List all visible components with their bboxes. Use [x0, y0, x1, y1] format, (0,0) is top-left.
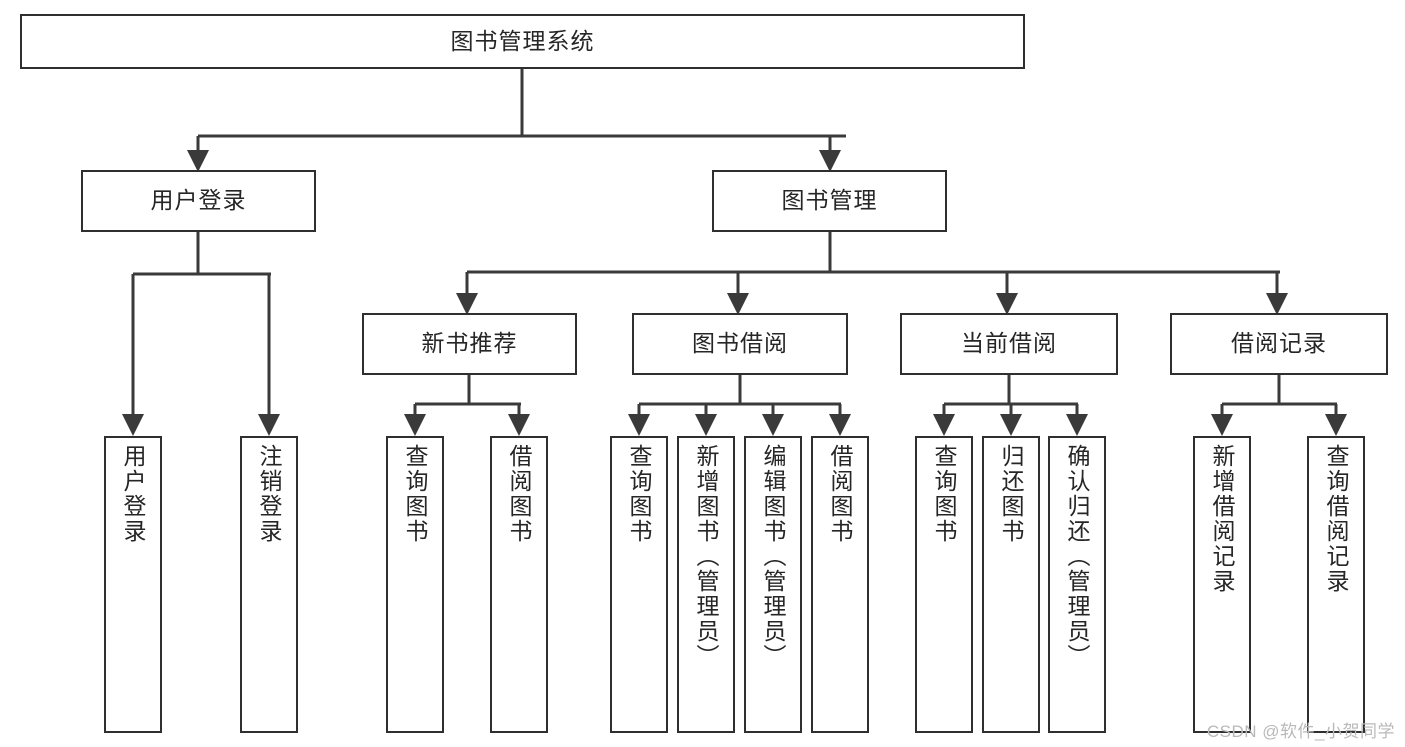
node-book-borrow-label: 图书借阅: [692, 330, 788, 357]
node-leaf-borrow-book-2-label: 借阅图书: [827, 444, 854, 544]
node-leaf-add-book-label: 新增图书（管理员）: [693, 444, 720, 669]
node-borrow-record-label: 借阅记录: [1231, 330, 1327, 357]
node-book-borrow[interactable]: 图书借阅: [632, 313, 848, 375]
node-user-login[interactable]: 用户登录: [81, 170, 316, 232]
node-root-label: 图书管理系统: [450, 27, 595, 54]
node-new-book-recommend-label: 新书推荐: [421, 330, 518, 357]
arrowhead-leaf-add-record: [1211, 414, 1233, 436]
node-leaf-query-record[interactable]: 查询借阅记录: [1307, 436, 1365, 733]
node-root[interactable]: 图书管理系统: [20, 14, 1025, 69]
arrowhead-leaf-edit-book: [762, 414, 784, 436]
node-leaf-query-book-3-label: 查询图书: [931, 444, 958, 544]
node-leaf-user-login-label: 用户登录: [120, 444, 147, 544]
node-leaf-borrow-book-1[interactable]: 借阅图书: [490, 436, 548, 733]
arrowhead-book-borrow: [727, 293, 749, 315]
node-leaf-edit-book[interactable]: 编辑图书（管理员）: [744, 436, 802, 733]
node-leaf-query-book-1[interactable]: 查询图书: [386, 436, 444, 733]
node-leaf-confirm-return[interactable]: 确认归还（管理员）: [1048, 436, 1106, 733]
node-leaf-logout-label: 注销登录: [256, 444, 283, 544]
arrowhead-leaf-query-record: [1325, 414, 1347, 436]
arrowhead-current-borrow: [996, 293, 1018, 315]
arrowhead-leaf-query-book-1: [404, 414, 426, 436]
node-leaf-query-book-2-label: 查询图书: [626, 444, 653, 544]
node-borrow-record[interactable]: 借阅记录: [1170, 313, 1388, 375]
arrowhead-leaf-query-book-3: [933, 414, 955, 436]
node-leaf-edit-book-label: 编辑图书（管理员）: [760, 444, 787, 669]
arrowhead-user-login: [187, 150, 209, 172]
node-leaf-add-book[interactable]: 新增图书（管理员）: [677, 436, 735, 733]
node-book-management[interactable]: 图书管理: [712, 170, 947, 232]
node-leaf-confirm-return-label: 确认归还（管理员）: [1064, 444, 1091, 669]
node-leaf-query-book-3[interactable]: 查询图书: [915, 436, 973, 733]
node-book-management-label: 图书管理: [781, 187, 878, 214]
arrowhead-leaf-borrow-book-2: [829, 414, 851, 436]
node-leaf-user-login[interactable]: 用户登录: [104, 436, 162, 733]
node-leaf-borrow-book-2[interactable]: 借阅图书: [811, 436, 869, 733]
node-leaf-add-record-label: 新增借阅记录: [1209, 444, 1236, 594]
node-leaf-query-book-2[interactable]: 查询图书: [610, 436, 668, 733]
csdn-watermark: CSDN @软件_小贺同学: [1206, 722, 1395, 741]
node-leaf-add-record[interactable]: 新增借阅记录: [1193, 436, 1251, 733]
node-leaf-return-book[interactable]: 归还图书: [982, 436, 1040, 733]
arrowhead-leaf-confirm-return: [1066, 414, 1088, 436]
arrowhead-borrow-record: [1266, 293, 1288, 315]
node-current-borrow[interactable]: 当前借阅: [900, 313, 1118, 375]
arrowhead-leaf-user-login: [122, 414, 144, 436]
node-new-book-recommend[interactable]: 新书推荐: [362, 313, 577, 375]
arrowhead-leaf-add-book: [695, 414, 717, 436]
node-leaf-logout[interactable]: 注销登录: [240, 436, 298, 733]
node-current-borrow-label: 当前借阅: [961, 330, 1057, 357]
node-leaf-query-record-label: 查询借阅记录: [1323, 444, 1350, 594]
node-leaf-return-book-label: 归还图书: [998, 444, 1025, 544]
node-leaf-query-book-1-label: 查询图书: [402, 444, 429, 544]
arrowhead-leaf-logout: [258, 414, 280, 436]
node-user-login-label: 用户登录: [150, 187, 247, 214]
arrowhead-book-management: [819, 150, 841, 172]
node-leaf-borrow-book-1-label: 借阅图书: [506, 444, 533, 544]
arrowhead-leaf-return-book: [1000, 414, 1022, 436]
arrowhead-leaf-query-book-2: [628, 414, 650, 436]
arrowhead-new-book-recommend: [456, 293, 478, 315]
arrowhead-leaf-borrow-book-1: [508, 414, 530, 436]
